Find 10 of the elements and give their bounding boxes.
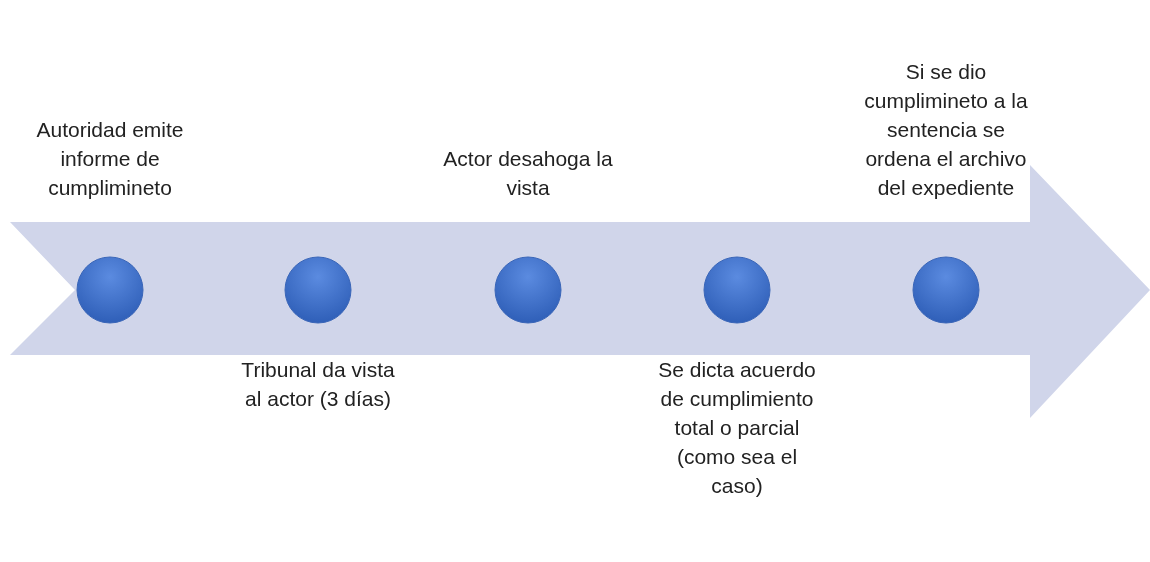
step-caption: Se dicta acuerdo de cumplimiento total o parcial (como sea el caso) [657,357,817,499]
step-caption: Actor desahoga la vista [443,146,613,201]
timeline-dot [493,255,563,325]
timeline-dot [911,255,981,325]
timeline-dot [283,255,353,325]
step-caption: Autoridad emite informe de cumplimineto [35,117,185,201]
step-caption: Si se dio cumplimineto a la sentencia se ordena el archivo del expediente [863,59,1029,201]
timeline-dot [75,255,145,325]
step-caption: Tribunal da vista al actor (3 días) [240,357,396,412]
timeline-dot [702,255,772,325]
